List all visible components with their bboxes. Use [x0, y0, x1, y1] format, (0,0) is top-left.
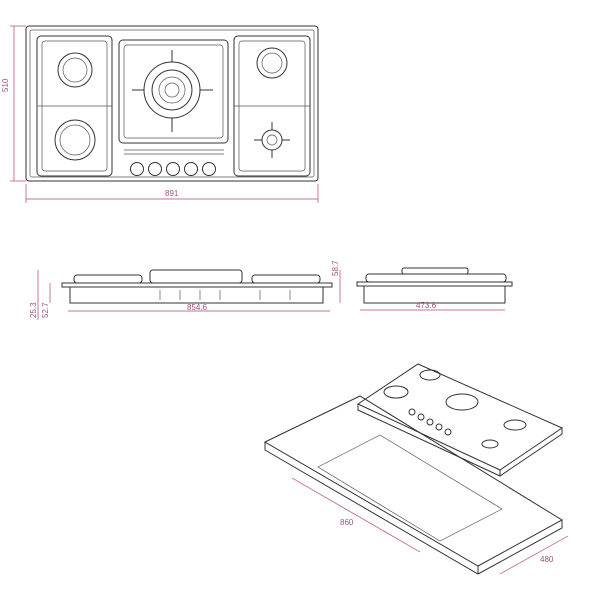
front-view [37, 269, 341, 320]
isometric-view [263, 363, 569, 575]
knob[interactable] [166, 162, 180, 176]
total-height-label: 25.3 [29, 302, 38, 318]
center-grate [118, 39, 229, 144]
left-grate [36, 35, 113, 177]
hob-iso [356, 363, 564, 477]
knob[interactable] [148, 162, 162, 176]
control-knobs [130, 162, 216, 176]
cutout [317, 434, 503, 542]
cutout-depth-label: 480 [540, 555, 554, 564]
side-depth-label: 473.6 [416, 301, 437, 310]
body-height-label: 52.7 [41, 302, 50, 318]
knob[interactable] [130, 162, 144, 176]
cutout-width-label: 860 [340, 518, 354, 527]
height-label: 58.7 [331, 260, 340, 276]
side-view [356, 267, 513, 311]
right-grate [233, 35, 311, 177]
width-dimension-label: 891 [165, 189, 179, 198]
front-width-label: 854.6 [187, 303, 208, 312]
top-view [10, 25, 319, 203]
knob[interactable] [202, 162, 216, 176]
depth-dimension-label: 510 [1, 78, 10, 92]
knob[interactable] [184, 162, 198, 176]
